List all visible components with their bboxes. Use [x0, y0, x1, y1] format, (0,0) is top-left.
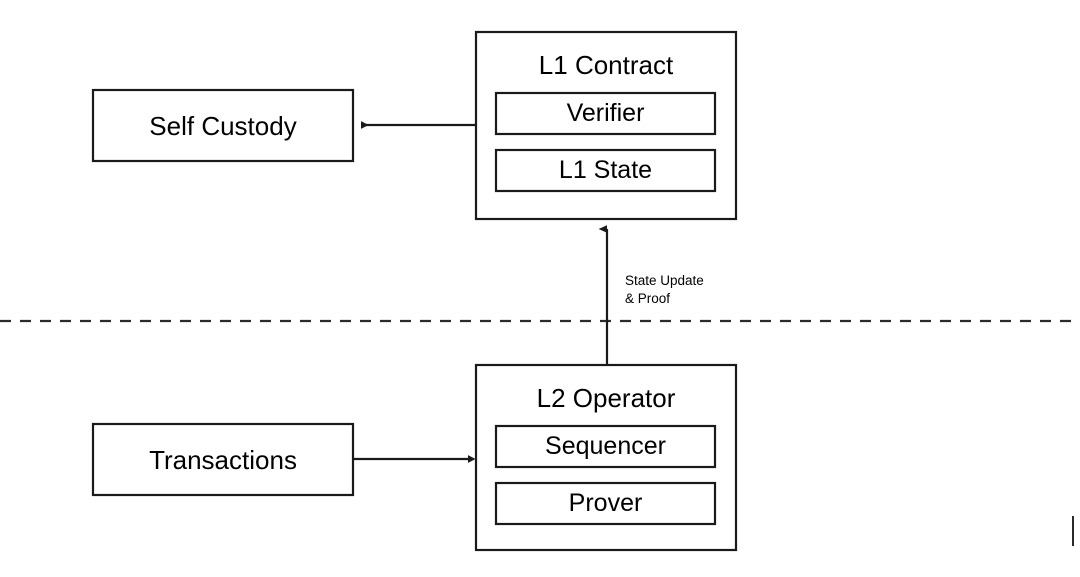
l1-state-box[interactable] [494, 148, 717, 193]
edge-label-state-update-and-proof: State Update & Proof [625, 273, 704, 306]
self-custody-label: Self Custody [149, 111, 297, 141]
l1-contract-title: L1 Contract [538, 50, 674, 80]
verifier-label: Verifier [566, 99, 645, 127]
prover-label: Prover [568, 489, 643, 517]
verifier-box[interactable] [494, 91, 717, 136]
sequencer-box[interactable] [494, 424, 717, 469]
transactions-label: Transactions [149, 445, 297, 475]
prover-box[interactable] [494, 481, 717, 526]
l2-operator-title: L2 Operator [536, 383, 676, 413]
l1-state-label: L1 State [558, 156, 653, 184]
transactions-box[interactable] [91, 422, 355, 497]
sequencer-label: Sequencer [545, 432, 666, 460]
self-custody-box[interactable] [91, 88, 355, 163]
